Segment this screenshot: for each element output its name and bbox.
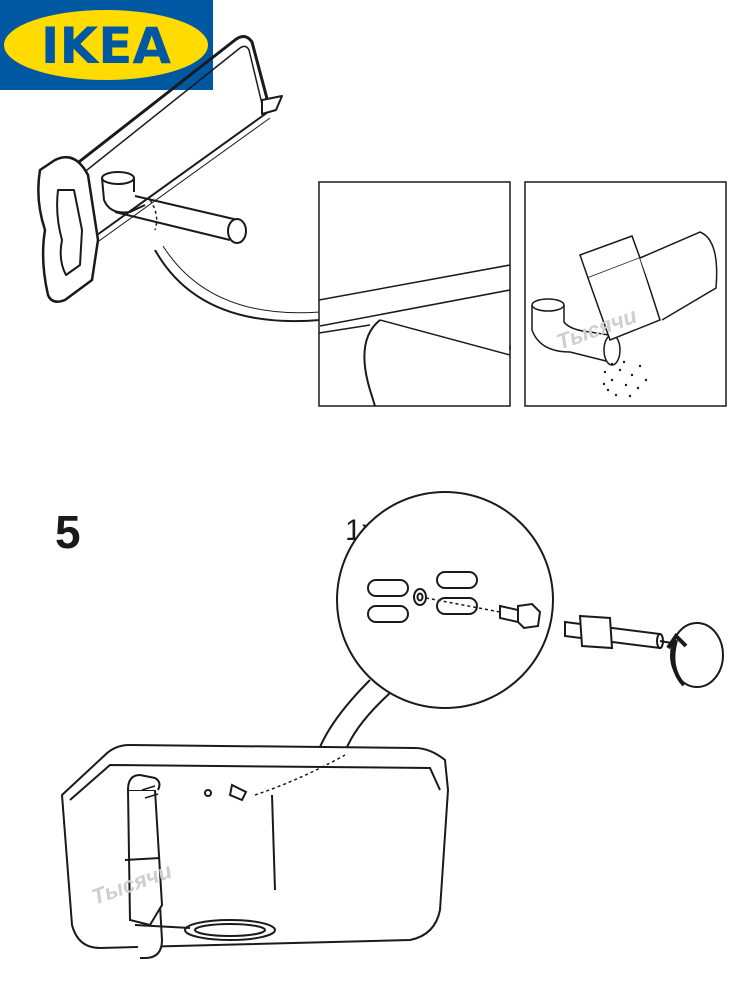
file-pipe-end-panel: Тысячи bbox=[524, 181, 727, 407]
bolt-icon bbox=[499, 602, 542, 630]
step-number: 5 bbox=[55, 506, 81, 558]
hex-socket-tool-illustration bbox=[564, 614, 724, 688]
hacksaw-cutting-pipe-illustration bbox=[37, 35, 321, 323]
pipe-cut-closeup-panel bbox=[318, 181, 511, 407]
rotate-clockwise-icon bbox=[666, 622, 724, 688]
logo-text: IKEA bbox=[41, 17, 172, 75]
bracket-detail-magnifier bbox=[317, 491, 554, 753]
sink-basin-illustration: Тысячи bbox=[60, 743, 450, 959]
ikea-logo: IKEA bbox=[0, 0, 213, 90]
filings-particles bbox=[602, 360, 648, 398]
